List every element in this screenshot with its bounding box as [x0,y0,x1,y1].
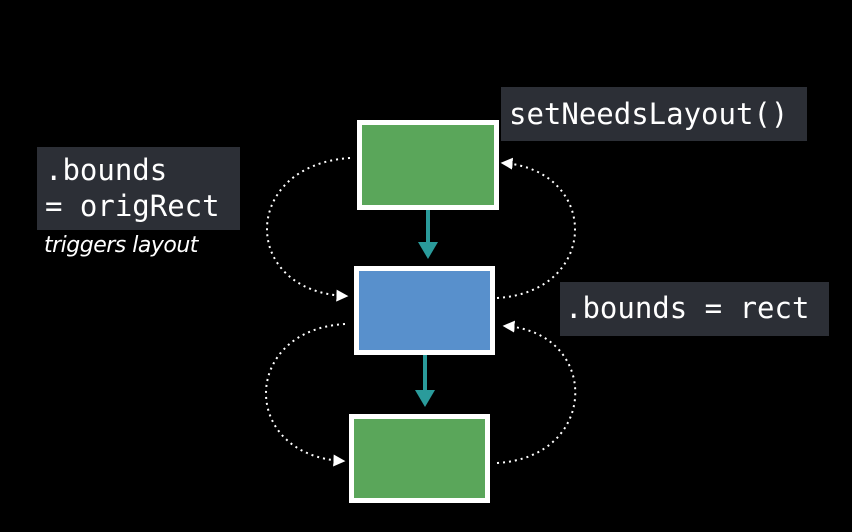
top-view-box [357,120,499,210]
bounds-rect-label: .bounds = rect [560,282,829,336]
bottom-view-box [349,414,490,503]
dotted-arrow-right-upper [496,157,576,299]
bounds-orig-rect-label: .bounds = origRect [37,147,240,230]
set-needs-layout-text: setNeedsLayout() [509,97,789,131]
bounds-rect-text: .bounds = rect [565,291,810,325]
middle-view-box [354,266,495,355]
bounds-orig-rect-line1: .bounds [45,153,168,187]
dotted-arrow-left-upper [266,157,351,302]
arrow-top-to-middle [418,210,438,259]
bounds-orig-rect-line2: = origRect [45,189,220,223]
triggers-layout-note: triggers layout [44,233,198,258]
dotted-arrow-right-lower [496,320,577,464]
set-needs-layout-label: setNeedsLayout() [501,87,807,141]
dotted-arrow-left-lower [265,323,346,467]
arrow-middle-to-bottom [415,355,435,407]
